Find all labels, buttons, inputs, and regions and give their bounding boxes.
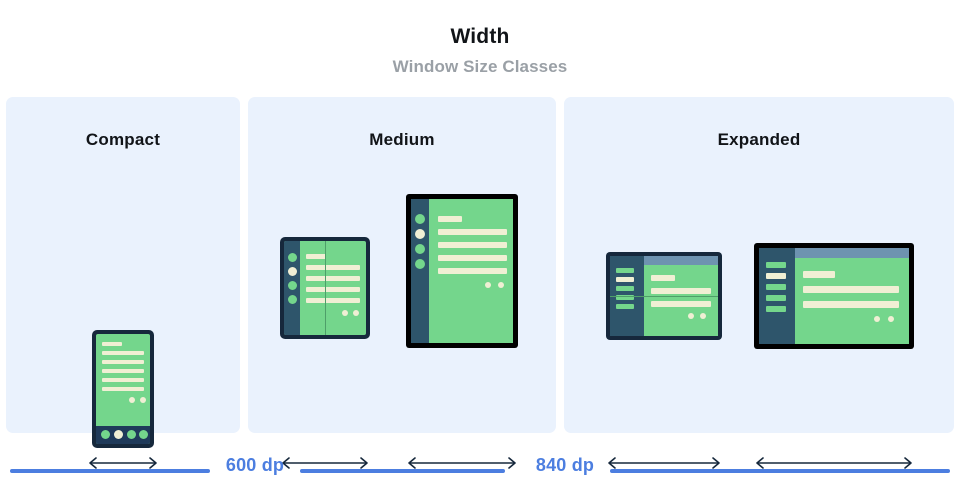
content-line — [306, 265, 360, 270]
content-line — [651, 288, 711, 294]
content-dot — [342, 310, 348, 316]
sidebar-item[interactable] — [616, 304, 634, 309]
app-top-bar — [795, 248, 909, 258]
panel-medium: Medium — [248, 97, 556, 469]
nav-item[interactable] — [101, 430, 110, 439]
sidebar-item[interactable] — [766, 262, 786, 268]
content-line — [102, 342, 122, 346]
content-line — [803, 286, 899, 293]
panel-title-expanded: Expanded — [717, 130, 801, 149]
content-line — [438, 255, 507, 261]
diagram-header: Width Window Size Classes — [0, 0, 960, 77]
content-dot — [700, 313, 706, 319]
fold-line — [325, 241, 326, 335]
rail-item[interactable] — [415, 244, 425, 254]
breakpoint-label-600dp: 600 dp — [225, 455, 285, 475]
content-line — [438, 229, 507, 235]
width-arrow-tablet-landscape — [753, 454, 915, 472]
rail-item[interactable] — [288, 281, 297, 290]
tablet-landscape-screen — [759, 248, 909, 344]
content-line — [306, 298, 360, 303]
content-line — [438, 242, 507, 248]
panel-title-medium: Medium — [369, 130, 435, 149]
content-dot — [498, 282, 504, 288]
foldable-landscape-screen — [610, 256, 718, 336]
content-dot — [688, 313, 694, 319]
breakpoint-rule-middle-left — [300, 469, 505, 473]
content-dot — [140, 397, 146, 403]
content-line — [102, 360, 144, 364]
content-line — [651, 275, 675, 281]
rail-item[interactable] — [415, 214, 425, 224]
nav-item[interactable] — [139, 430, 148, 439]
app-top-bar — [644, 256, 718, 265]
width-arrow-tablet-portrait — [405, 454, 519, 472]
tablet-portrait-screen — [411, 199, 513, 343]
sidebar-item[interactable] — [766, 295, 786, 301]
foldable-portrait-screen — [284, 241, 366, 335]
content-line — [306, 287, 360, 292]
content-dot — [129, 397, 135, 403]
breakpoint-rule-right — [610, 469, 950, 473]
sidebar-item[interactable] — [616, 295, 634, 300]
width-arrow-compact — [86, 454, 160, 472]
page-subtitle: Window Size Classes — [392, 57, 568, 76]
content-line — [306, 254, 326, 259]
sidebar-item[interactable] — [616, 268, 634, 273]
rail-item[interactable] — [288, 253, 297, 262]
nav-item-selected[interactable] — [114, 430, 123, 439]
sidebar-item-selected[interactable] — [766, 273, 786, 279]
rail-item[interactable] — [415, 259, 425, 269]
panel-compact: Compact — [6, 97, 240, 469]
panel-title-compact: Compact — [85, 130, 161, 149]
content-dot — [353, 310, 359, 316]
phone-bottom-nav — [96, 426, 150, 444]
content-dot — [888, 316, 894, 322]
sidebar-item[interactable] — [616, 286, 634, 291]
rail-item-selected[interactable] — [288, 267, 297, 276]
content-line — [102, 378, 144, 382]
fold-line — [610, 296, 718, 297]
breakpoint-rule-left — [10, 469, 210, 473]
content-line — [102, 351, 144, 355]
content-line — [803, 271, 835, 278]
sidebar-item[interactable] — [766, 284, 786, 290]
phone-screen — [96, 334, 150, 444]
panel-expanded: Expanded — [564, 97, 954, 469]
sidebar-item[interactable] — [766, 306, 786, 312]
rail-item-selected[interactable] — [415, 229, 425, 239]
content-line — [306, 276, 360, 281]
page-title: Width — [450, 25, 510, 48]
rail-item[interactable] — [288, 295, 297, 304]
content-line — [438, 216, 462, 222]
sidebar-item-selected[interactable] — [616, 277, 634, 282]
content-line — [102, 369, 144, 373]
breakpoint-scale: 600 dp 840 dp — [0, 452, 960, 494]
content-line — [803, 301, 899, 308]
nav-item[interactable] — [127, 430, 136, 439]
content-dot — [485, 282, 491, 288]
content-line — [651, 301, 711, 307]
width-arrow-foldable-landscape — [605, 454, 723, 472]
content-line — [438, 268, 507, 274]
content-line — [102, 387, 144, 391]
content-dot — [874, 316, 880, 322]
width-arrow-foldable-portrait — [279, 454, 371, 472]
breakpoint-label-840dp: 840 dp — [535, 455, 595, 475]
